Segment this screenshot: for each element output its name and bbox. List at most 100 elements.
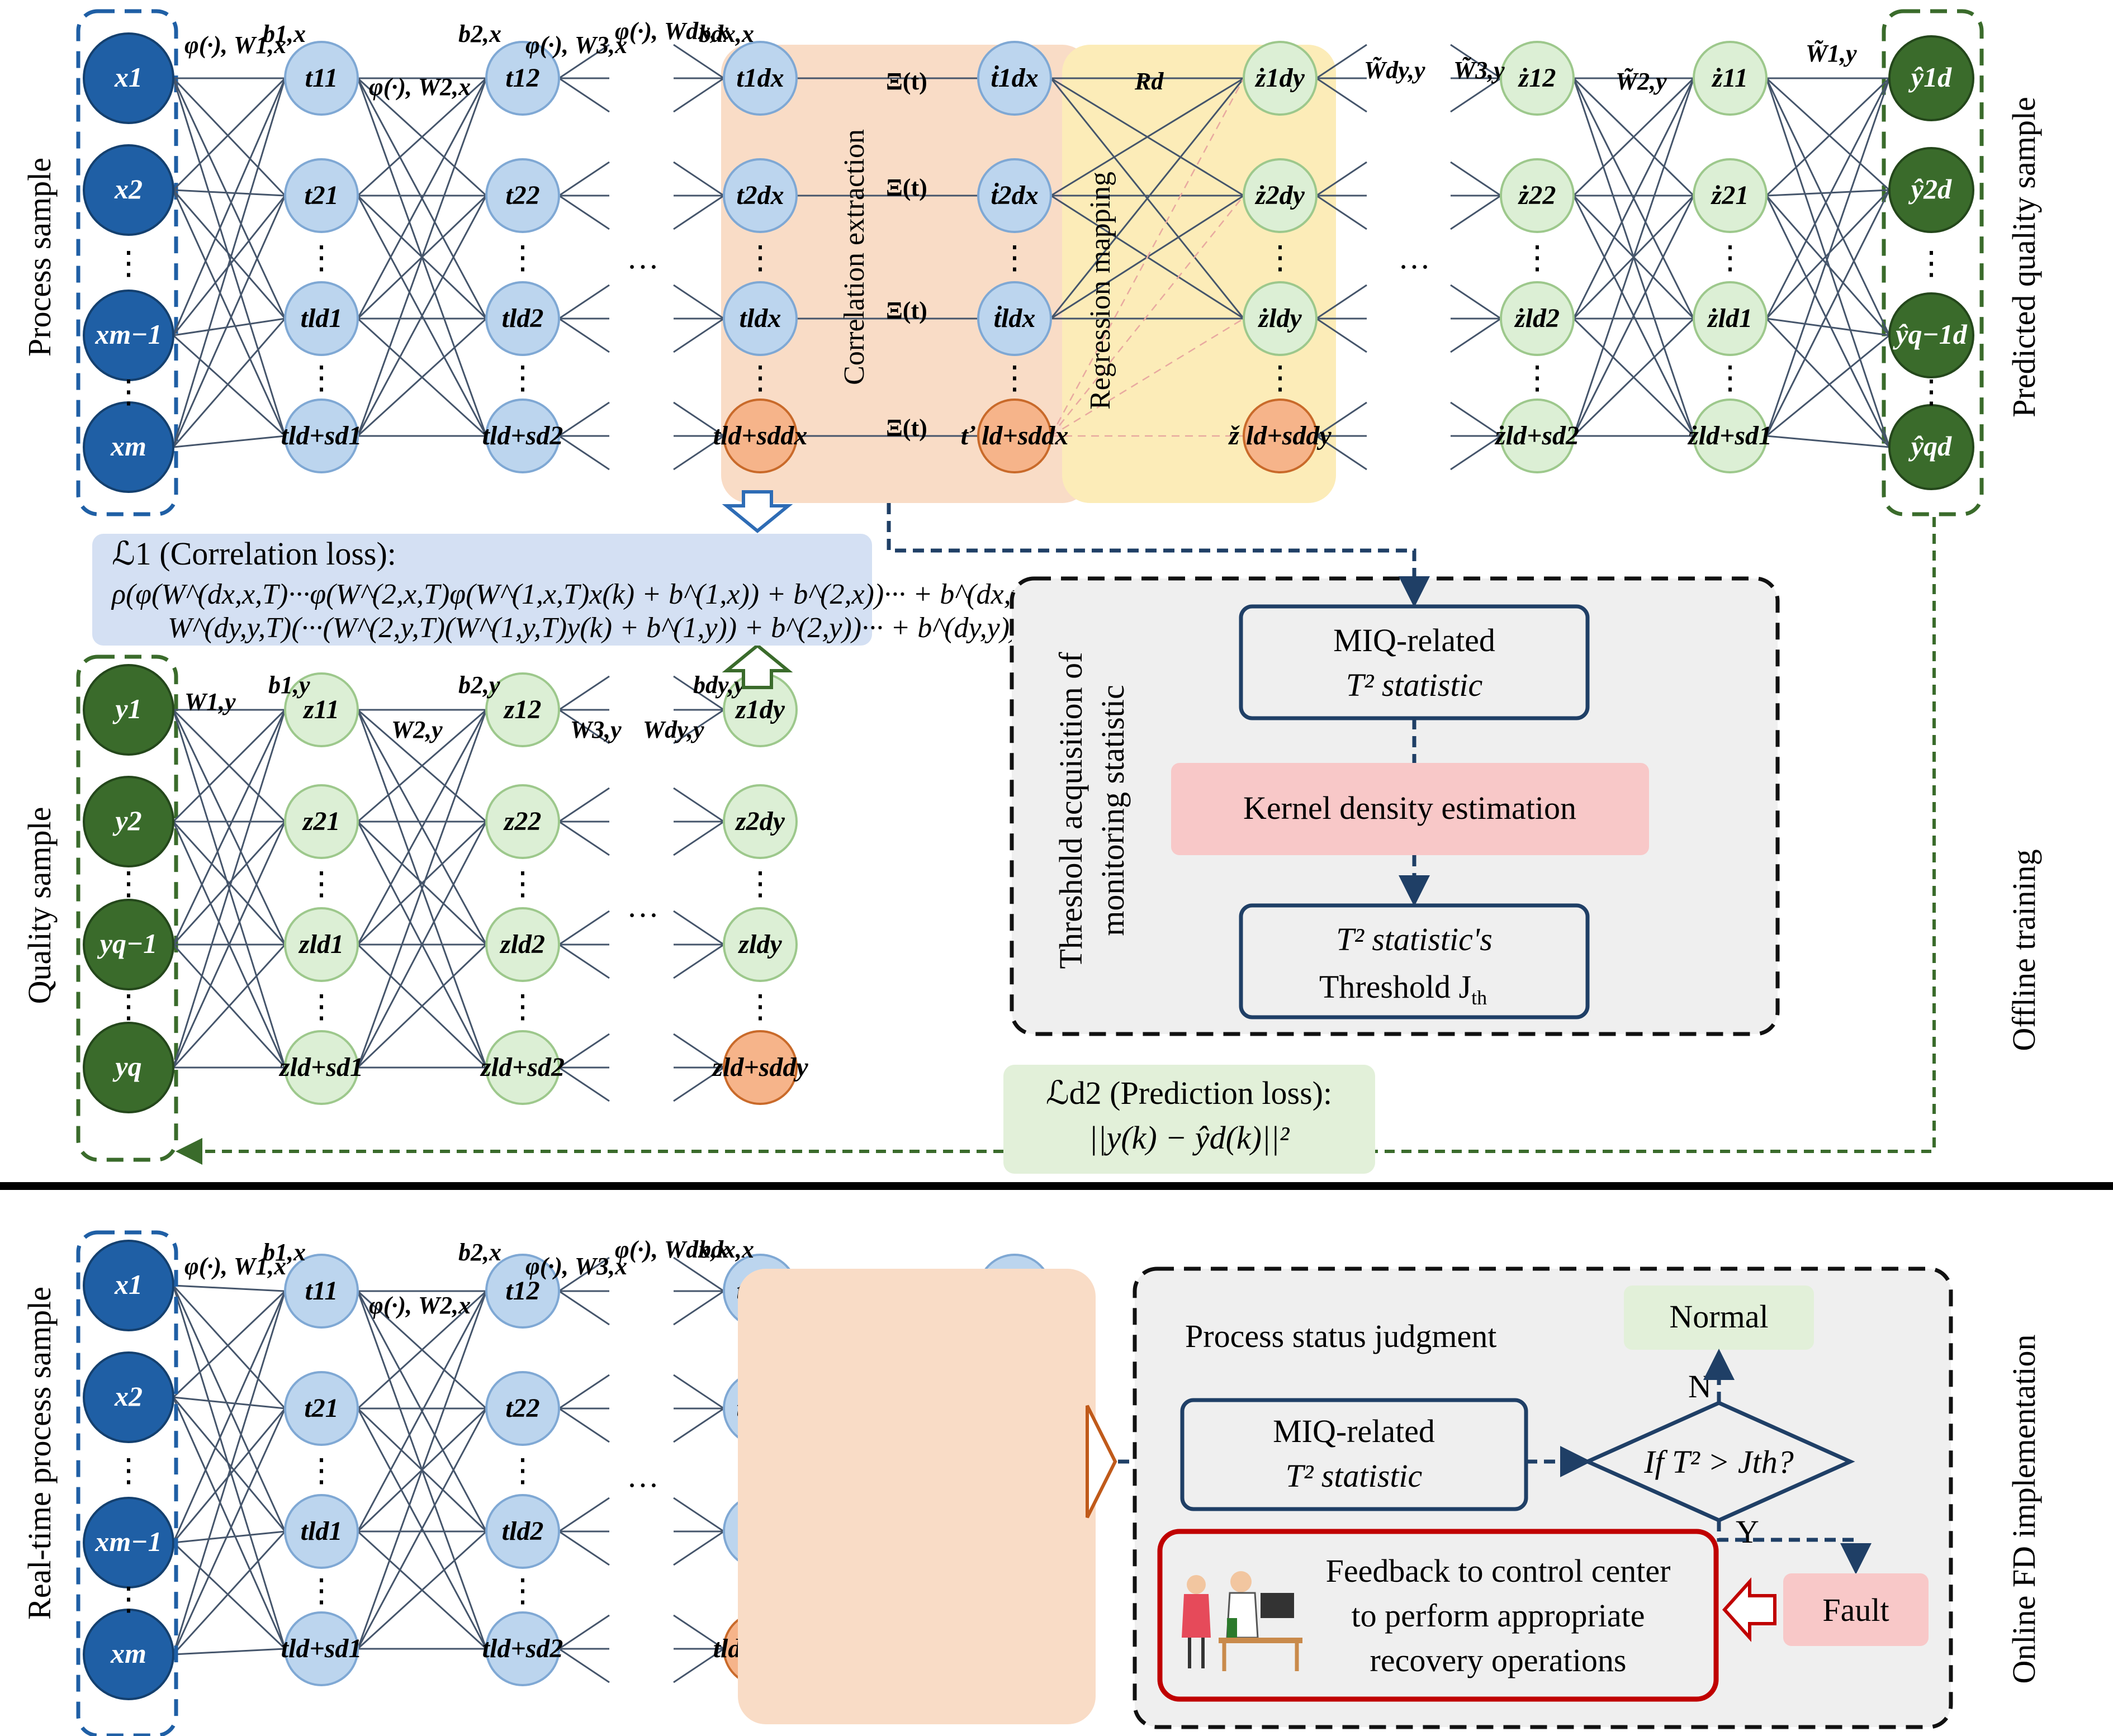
edge	[1765, 189, 1891, 320]
t1-online-vdots-2: ⋮	[305, 1572, 338, 1609]
t1-online-node-label-2: t21	[304, 1393, 338, 1423]
threshold-line2: Threshold Jth	[1319, 969, 1487, 1009]
t1-node-label-3: tld1	[301, 303, 343, 333]
x-input-vdots-2: ⋮	[112, 373, 145, 410]
miq-t2-offline-line1: MIQ-related	[1333, 622, 1495, 658]
edge	[172, 195, 286, 448]
normal-label: Normal	[1669, 1298, 1768, 1335]
tdot-vdots-2: ⋮	[998, 359, 1031, 396]
yhat-output-vdots-1: ⋮	[1915, 245, 1948, 281]
z2-hat-node-label-1: ż12	[1518, 63, 1556, 93]
edge-stub	[1450, 401, 1501, 437]
edge-stub	[673, 1256, 724, 1292]
weight-label-wt-1y: W̃1,y	[1806, 40, 1857, 67]
edge-stub	[558, 910, 610, 946]
correlation-loss-line2: W^(dy,y,T)(···(W^(2,y,T)(W^(1,y,T)y(k) +…	[168, 612, 1029, 644]
t2-node-2	[485, 158, 560, 233]
x-input-node-label-4: xm	[110, 430, 146, 462]
connector-to-threshold-panel	[887, 503, 1430, 608]
z1-node-3	[284, 907, 359, 982]
z1-hat-node-4	[1693, 399, 1768, 473]
zdy-hat-vdots-2: ⋮	[1264, 359, 1296, 396]
weight-label-phi-wdx: φ(·), Wdx,x	[615, 17, 729, 45]
correlation-loss-title: ℒ1 (Correlation loss):	[112, 535, 396, 572]
edge-stub	[558, 195, 610, 230]
edge-stub	[673, 435, 724, 471]
yhat-output-group	[1882, 9, 1984, 516]
bias-label-b1x-online: b1,x	[263, 1239, 306, 1266]
decision-label: If T² > Jth?	[1643, 1444, 1794, 1480]
edge	[172, 1408, 286, 1655]
zdy-node-label-1: z1dy	[735, 695, 785, 724]
edge	[1572, 78, 1695, 437]
edge	[357, 1290, 487, 1410]
z1-hat-node-1	[1693, 41, 1768, 116]
edge-stub	[558, 1066, 610, 1102]
zdy-node-label-2: z2dy	[735, 807, 785, 836]
process-status-judgment-title: Process status judgment	[1185, 1318, 1496, 1354]
edge	[357, 709, 487, 945]
edge-stub	[1450, 435, 1501, 471]
zdy-hat-node-2	[1243, 158, 1318, 233]
x-input-online-node-label-1: x1	[114, 1269, 143, 1300]
tdot-node-3	[977, 281, 1052, 356]
x-input-node-2	[83, 144, 174, 236]
edge	[1050, 317, 1244, 437]
weight-label-phi-wdx-online: φ(·), Wdx,x	[615, 1236, 729, 1263]
correlation-extraction-label-top: Correlation extraction	[838, 129, 870, 385]
edge	[172, 334, 286, 437]
zdy-hat-node-label-2: ż2dy	[1254, 181, 1305, 210]
tdx-node-2	[723, 158, 798, 233]
decision-n-label: N	[1688, 1368, 1712, 1405]
tdx-node-label-4: tld+sddx	[713, 421, 808, 450]
edge	[357, 195, 487, 437]
bias-label-bdx-online: bdx,x	[699, 1236, 754, 1263]
fault-label: Fault	[1822, 1592, 1889, 1628]
bias-label-b1y: b1,y	[268, 671, 310, 699]
edge-stub	[558, 1407, 610, 1443]
edge	[357, 78, 487, 319]
edge-stub	[558, 284, 610, 320]
edge	[172, 943, 286, 1069]
zdy-node-2	[723, 784, 798, 859]
yhat-output-node-2	[1888, 147, 1974, 233]
edge	[357, 943, 487, 1069]
z1-hat-node-label-3: żld1	[1707, 303, 1752, 333]
z1-node-label-1: z11	[302, 695, 339, 724]
edge	[172, 709, 286, 823]
edge	[1050, 78, 1245, 437]
edge	[172, 78, 286, 437]
tdot-vdots-1: ⋮	[998, 239, 1031, 276]
z2-node-1	[485, 672, 560, 747]
edge	[1765, 77, 1891, 197]
ellipsis-top-left: …	[627, 239, 659, 276]
y-input-node-4	[83, 1022, 174, 1113]
process-sample-label: Process sample	[21, 158, 58, 357]
edge	[1766, 189, 1890, 197]
edge	[1050, 77, 1244, 197]
x-input-node-label-1: x1	[114, 61, 143, 93]
edge-stub	[673, 161, 724, 197]
t1-node-label-4: tld+sd1	[281, 421, 362, 450]
edge	[1050, 195, 1244, 437]
threshold-panel-title-1: Threshold acquisition of	[1053, 652, 1089, 969]
feedback-line2: to perform appropriate	[1351, 1597, 1645, 1634]
edge	[172, 1397, 286, 1532]
fault-box	[1783, 1573, 1929, 1646]
prediction-loss-box	[1003, 1065, 1375, 1174]
edge	[173, 1284, 286, 1292]
z1-hat-node-label-2: ż21	[1711, 181, 1749, 210]
edge-stub	[1450, 77, 1501, 113]
y-input-node-3	[83, 899, 174, 990]
hollow-arrow-down	[722, 490, 793, 533]
t1-online-vdots-1: ⋮	[305, 1452, 338, 1488]
edge	[357, 317, 487, 437]
z1-hat-node-3	[1693, 281, 1768, 356]
t1-online-node-2	[284, 1371, 359, 1446]
weight-label-w3y: W3,y	[570, 716, 622, 743]
edge-stub	[673, 1648, 724, 1683]
bias-label-bdx-layer: bdx,x	[699, 20, 754, 48]
threshold-line1: T² statistic's	[1336, 921, 1493, 957]
edge-stub	[673, 943, 724, 979]
edge	[357, 709, 487, 1068]
